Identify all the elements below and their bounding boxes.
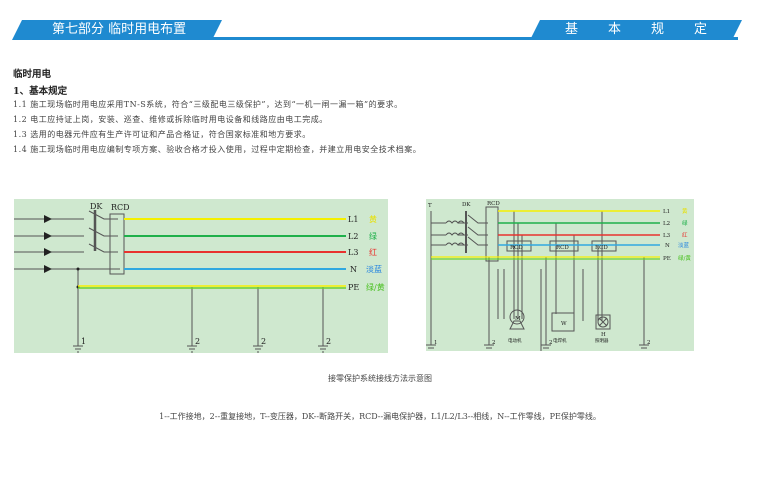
device-symbol: M	[515, 316, 521, 322]
subsection-title: 1、基本规定	[13, 86, 68, 97]
dk-label: DK	[90, 202, 103, 211]
color-label: 淡蓝	[678, 241, 690, 249]
color-label: 绿	[369, 232, 377, 241]
rule-item: 1.3 选用的电器元件应有生产许可证和产品合格证，符合国家标准和地方要求。	[13, 130, 311, 139]
line-label: L3	[348, 248, 358, 257]
rule-item: 1.4 施工现场临时用电应编制专项方案、验收合格才投入使用，过程中定期检查，并建…	[13, 145, 422, 154]
line-label: N	[350, 265, 357, 274]
topic-char: 本	[607, 22, 621, 37]
device-rcd-label: RCD	[510, 245, 523, 251]
rule-item: 1.2 电工应持证上岗，安装、巡查、维修或拆除临时用电设备和线路应由电工完成。	[13, 115, 328, 124]
transformer-label: T	[428, 203, 432, 209]
device-rcd-label: RCD	[556, 245, 569, 251]
device-name: 电动机	[508, 337, 522, 344]
line-label: PE	[663, 256, 671, 262]
diagram-legend: 1--工作接地，2--重复接地，T--变压器，DK--断路开关，RCD--漏电保…	[159, 412, 601, 421]
color-label: 黄	[369, 214, 377, 224]
device-symbol: H	[601, 332, 606, 338]
device-name: 电焊机	[553, 337, 567, 344]
rule-item: 1.1 施工现场临时用电应采用TN-S系统，符合“三级配电三级保护”，达到“一机…	[13, 100, 403, 109]
ground-label: 1	[434, 340, 438, 346]
line-label: L3	[663, 233, 671, 239]
section-title: 临时用电	[13, 69, 52, 80]
header-divider	[14, 37, 738, 40]
section-banner-title: 第七部分 临时用电布置	[52, 22, 187, 37]
device-name: 照明器	[595, 338, 609, 344]
tn-s-wiring-diagram-right: T DK RCD RCD RCD RCD M W H 电动机 电焊机 照明器 L…	[426, 199, 694, 351]
color-label: 红	[369, 247, 377, 257]
color-label: 淡蓝	[366, 264, 382, 274]
color-label: 绿/黄	[678, 254, 691, 262]
tn-s-wiring-diagram-left: DK RCD L1 L2 L3 N PE 1 2 2 2 黄 绿 红 淡蓝 绿/…	[14, 199, 388, 353]
line-label: L1	[348, 215, 358, 224]
diagram-caption: 接零保护系统接线方法示意图	[328, 374, 432, 383]
color-label: 绿	[682, 219, 688, 227]
ground-label: 2	[647, 340, 651, 346]
ground-label: 2	[549, 340, 553, 346]
rcd-label: RCD	[487, 201, 500, 207]
ground-label: 2	[195, 337, 200, 346]
section-banner: 第七部分 临时用电布置	[12, 20, 222, 40]
line-label: N	[665, 243, 670, 249]
topic-banner: 基本规定	[530, 20, 742, 40]
ground-label: 2	[492, 340, 496, 346]
topic-char: 基	[564, 22, 578, 37]
color-label: 黄	[682, 207, 688, 215]
color-label: 红	[682, 231, 688, 239]
dk-label: DK	[462, 202, 471, 208]
ground-label: 2	[326, 337, 331, 346]
topic-char: 规	[650, 22, 664, 37]
line-label: L1	[663, 209, 670, 215]
device-symbol: W	[561, 321, 567, 327]
line-label: L2	[663, 221, 670, 227]
line-label: PE	[348, 283, 359, 292]
line-label: L2	[348, 232, 358, 241]
rcd-label: RCD	[111, 203, 130, 212]
ground-label: 1	[81, 337, 86, 346]
ground-label: 2	[261, 337, 266, 346]
device-rcd-label: RCD	[595, 245, 608, 251]
topic-char: 定	[693, 22, 707, 37]
color-label: 绿/黄	[366, 282, 385, 292]
